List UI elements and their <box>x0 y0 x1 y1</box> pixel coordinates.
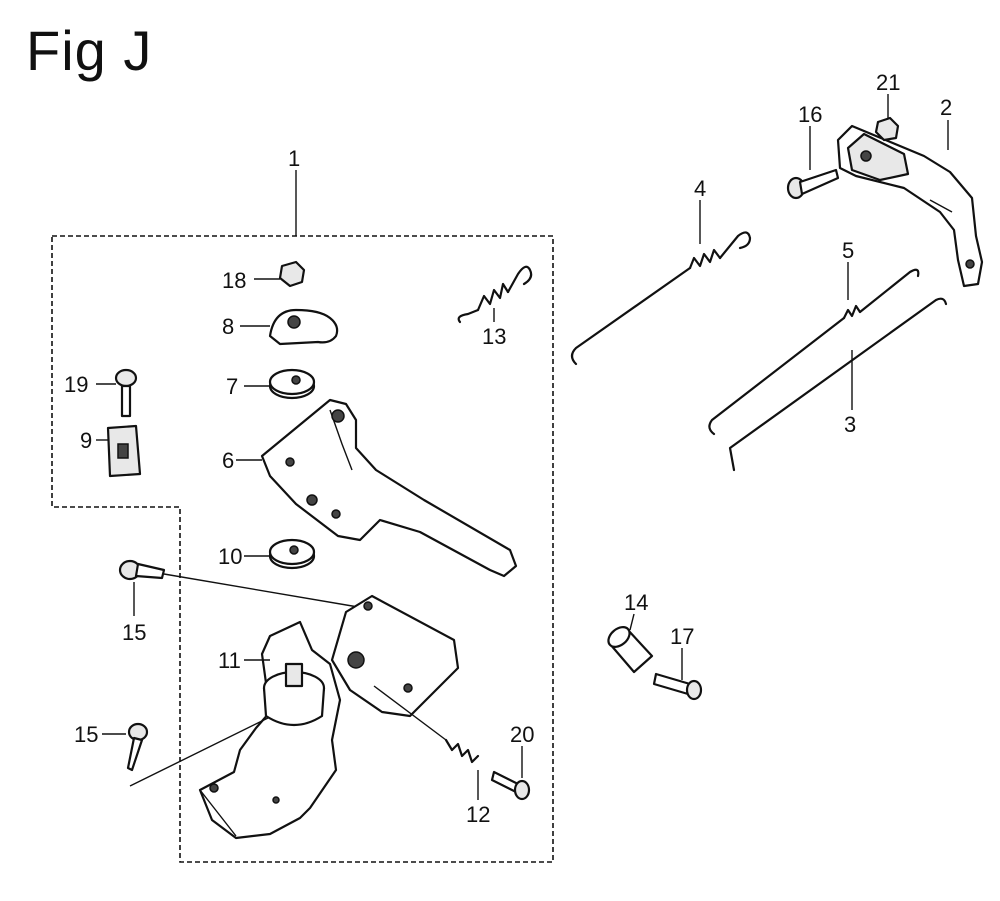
callout-8: 8 <box>222 314 234 339</box>
part-17-bolt <box>652 648 703 701</box>
callout-5: 5 <box>842 238 854 263</box>
callout-17: 17 <box>670 624 694 649</box>
callout-10: 10 <box>218 544 242 569</box>
part-2-lever <box>836 120 984 288</box>
callout-20: 20 <box>510 722 534 747</box>
callout-1: 1 <box>288 146 300 171</box>
part-9-clip <box>96 424 142 478</box>
part-16-bolt <box>786 126 840 200</box>
part-15-bolt-upper <box>118 559 365 616</box>
callout-9: 9 <box>80 428 92 453</box>
callout-4: 4 <box>694 176 706 201</box>
figure-title: Fig J <box>26 19 153 82</box>
part-12-spring <box>373 685 480 800</box>
part-15-bolt-lower <box>102 717 269 787</box>
callout-7: 7 <box>226 374 238 399</box>
assembly-outline <box>51 235 554 863</box>
callout-19: 19 <box>64 372 88 397</box>
part-19-bolt <box>96 368 138 418</box>
callout-13: 13 <box>482 324 506 349</box>
part-4-spring-rod <box>570 200 752 366</box>
callout-15-upper: 15 <box>122 620 146 645</box>
part-21-nut <box>874 94 900 142</box>
callout-21: 21 <box>876 70 900 95</box>
part-5-spring-rod <box>708 262 920 436</box>
callout-6: 6 <box>222 448 234 473</box>
part-18-nut <box>254 260 306 288</box>
part-7-washer <box>244 368 316 400</box>
part-11-base <box>198 594 460 840</box>
part-13-spring <box>457 265 533 324</box>
callout-3: 3 <box>844 412 856 437</box>
callout-16: 16 <box>798 102 822 127</box>
callout-18: 18 <box>222 268 246 293</box>
callout-14: 14 <box>624 590 648 615</box>
part-10-washer <box>244 538 316 570</box>
part-14-collar <box>607 613 654 674</box>
part-6-lever <box>236 398 518 578</box>
part-20-bolt <box>490 746 531 801</box>
callout-15-lower: 15 <box>74 722 98 747</box>
part-8-plate <box>240 308 339 346</box>
callout-12: 12 <box>466 802 490 827</box>
part-3-rod <box>728 297 948 472</box>
callout-2: 2 <box>940 95 952 120</box>
callout-11: 11 <box>218 648 241 673</box>
